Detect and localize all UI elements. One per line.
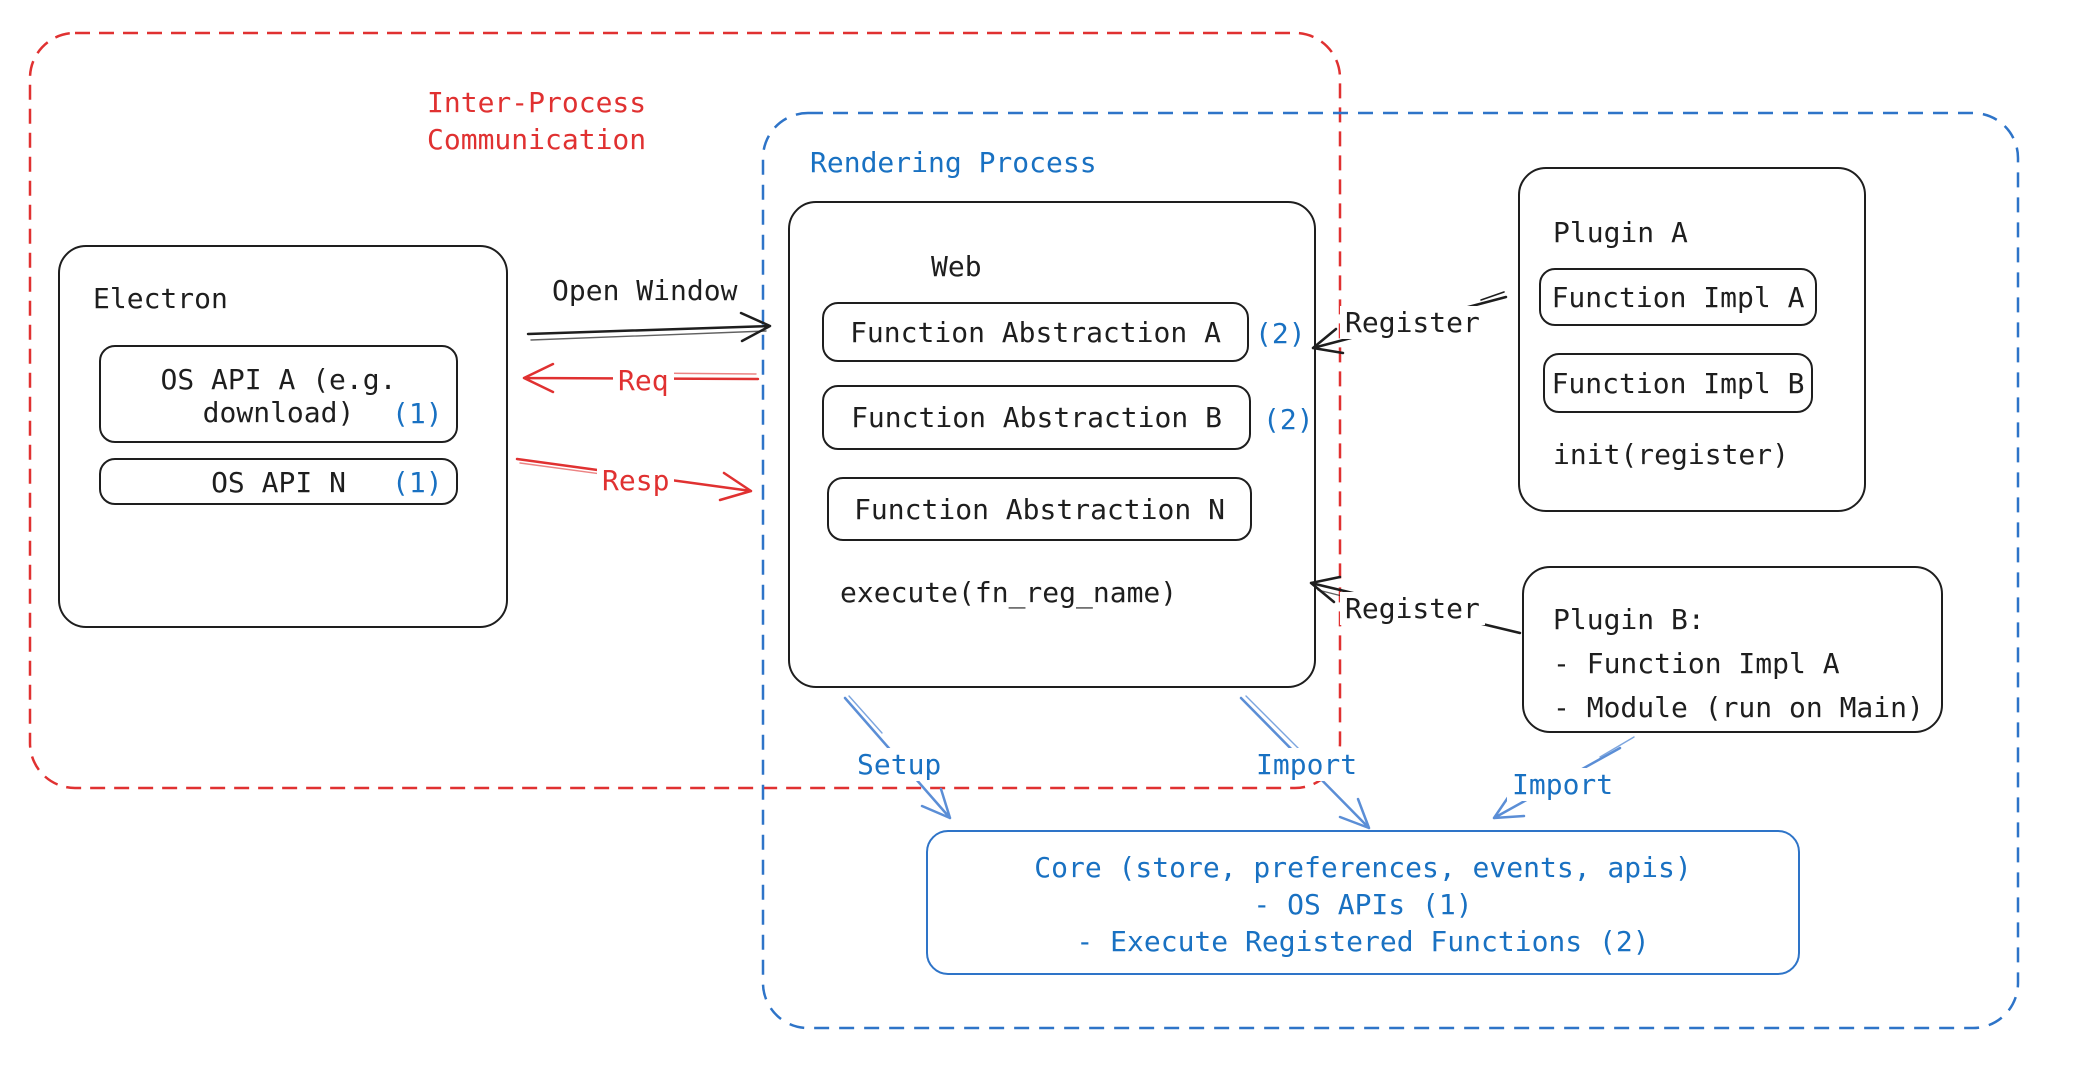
function-abstraction-b-label: Function Abstraction B [851,401,1222,434]
register-plugin-a-arrow-label: Register [1340,306,1485,339]
plugin-a-node [1518,167,1866,512]
os-api-a-node: OS API A (e.g.download) (1) [99,345,458,443]
ipc-dashed-container [28,31,1342,790]
resp-arrow-label: Resp [597,464,675,497]
function-impl-a-node: Function Impl A [1539,268,1817,326]
function-abstraction-a-node: Function Abstraction A [822,302,1249,362]
init-register-label: init(register) [1553,438,1790,471]
function-abstraction-n-label: Function Abstraction N [854,492,1225,526]
os-api-n-node: OS API N (1) [99,458,458,505]
os-api-a-line1: OS API A (e.g. [160,363,397,396]
function-impl-b-label: Function Impl B [1551,366,1805,400]
plugin-b-node [1522,566,1943,733]
web-title: Web [931,250,982,283]
function-abstraction-a-label: Function Abstraction A [850,315,1221,349]
os-api-n-ref-badge: (1) [392,466,443,499]
plugin-b-item2: - Module (run on Main) [1553,691,1924,724]
open-window-arrow [526,311,772,343]
function-abstraction-b-node: Function Abstraction B [822,385,1251,450]
function-abstraction-n-node: Function Abstraction N [827,477,1252,541]
plugin-a-title: Plugin A [1553,216,1688,249]
web-node [788,201,1316,688]
req-arrow-label: Req [613,364,674,397]
setup-arrow [843,695,952,820]
plugin-b-item1: - Function Impl A [1553,647,1840,680]
core-line2: - OS APIs (1) [1253,888,1473,921]
rendering-process-dashed-container [761,111,2020,1030]
core-line3: - Execute Registered Functions (2) [1076,925,1650,958]
os-api-a-line2: download) [202,396,355,429]
import-plugin-b-arrow-label: Import [1507,768,1619,801]
plugin-b-text: Plugin B: - Function Impl A - Module (run … [1553,598,1924,730]
import-web-arrow-label: Import [1251,748,1363,781]
setup-arrow-label: Setup [852,748,947,781]
electron-node [58,245,508,628]
function-abstraction-b-ref-badge: (2) [1263,403,1314,436]
function-impl-b-node: Function Impl B [1543,353,1813,413]
register-plugin-b-arrow-label: Register [1340,592,1485,625]
open-window-arrow-label: Open Window [547,274,743,307]
ipc-title-line1: Inter-Process [427,86,647,119]
rendering-process-title: Rendering Process [810,146,1097,179]
os-api-n-label: OS API N [211,466,346,499]
register-plugin-a-arrow [1311,291,1508,355]
plugin-b-title: Plugin B: [1553,603,1705,636]
core-line1: Core (store, preferences, events, apis) [1034,851,1692,884]
os-api-a-ref-badge: (1) [392,397,443,430]
function-abstraction-a-ref-badge: (2) [1255,317,1306,350]
ipc-title-line2: Communication [427,123,647,156]
function-impl-a-label: Function Impl A [1551,280,1805,314]
os-api-a-label: OS API A (e.g.download) [101,363,456,429]
core-node: Core (store, preferences, events, apis) -… [926,830,1800,975]
electron-title: Electron [93,282,228,315]
execute-label: execute(fn_reg_name) [840,576,1178,609]
